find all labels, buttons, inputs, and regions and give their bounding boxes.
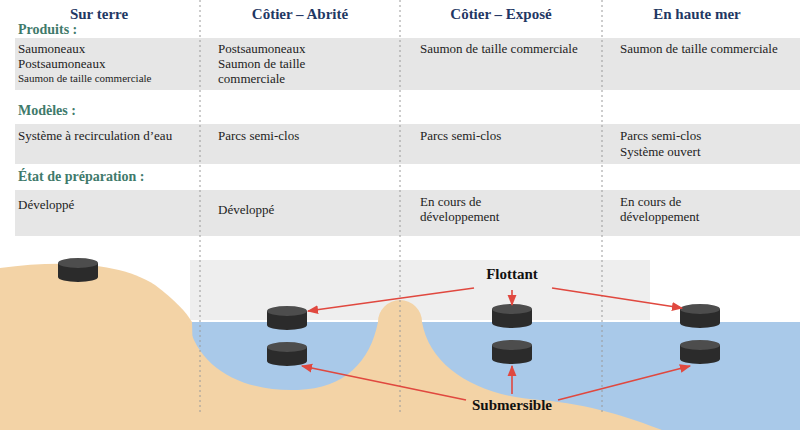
pen-top	[680, 340, 720, 350]
pen-cylinder	[492, 340, 532, 364]
seabed	[188, 300, 662, 430]
table-cell: Saumon de taille commerciale	[18, 72, 198, 85]
table-cell: Développé	[18, 197, 188, 212]
column-header: Côtier – Abrité	[200, 6, 400, 24]
table-cell: Parcs semi-clos	[620, 128, 790, 143]
table-cell: Système ouvert	[620, 144, 790, 159]
pen-top	[58, 258, 98, 268]
pen-top	[267, 306, 307, 316]
row-header: Produits :	[18, 22, 198, 39]
pens	[58, 258, 720, 366]
pen-type-label: Flottant	[432, 266, 592, 284]
pen-type-label: Submersible	[432, 397, 592, 415]
leader-arrow	[308, 288, 474, 311]
pen-top	[680, 304, 720, 314]
pen-top	[492, 304, 532, 314]
column-separator	[602, 0, 603, 412]
floating-banner	[190, 260, 650, 320]
land	[0, 264, 195, 430]
leader-arrow	[558, 366, 690, 400]
column-header: Sur terre	[0, 6, 198, 24]
leader-arrow	[511, 290, 513, 305]
row-header: État de préparation :	[18, 169, 198, 186]
pen-cylinder	[267, 342, 307, 366]
pen-cylinder	[492, 304, 532, 328]
leader-arrow	[302, 366, 466, 400]
table-cell: Développé	[218, 202, 388, 217]
table-cell: Système à recirculation d’eau	[18, 128, 183, 143]
table-cell: Saumon de taille commerciale	[420, 41, 590, 56]
row-header: Modèles :	[18, 103, 198, 120]
table-cell: Parcs semi-clos	[420, 128, 590, 143]
table-cell: En cours de développement	[620, 194, 750, 225]
table-cell: En cours de développement	[420, 194, 550, 225]
pen-top	[267, 342, 307, 352]
table-cell: Postsaumoneaux	[18, 56, 196, 71]
table-band	[15, 38, 800, 90]
pen-cylinder	[680, 340, 720, 364]
table-band	[15, 190, 800, 236]
pen-cylinder	[267, 306, 307, 330]
table-cell: Parcs semi-clos	[218, 128, 388, 143]
table-cell: Saumoneaux	[18, 41, 196, 56]
table-cell: Saumon de taille commerciale	[620, 41, 790, 56]
leader-arrows	[302, 288, 690, 400]
pen-cylinder	[58, 258, 98, 282]
leader-arrow	[552, 288, 682, 308]
pen-top	[492, 340, 532, 350]
column-header: En haute mer	[598, 6, 796, 24]
table-band	[15, 124, 800, 164]
column-separator	[200, 0, 201, 412]
table-cell: Saumon de taille commerciale	[218, 56, 343, 87]
column-separator	[400, 0, 401, 412]
pen-cylinder	[680, 304, 720, 328]
table-cell: Postsaumoneaux	[218, 41, 388, 56]
column-header: Côtier – Exposé	[400, 6, 602, 24]
leader-arrow	[511, 366, 513, 394]
